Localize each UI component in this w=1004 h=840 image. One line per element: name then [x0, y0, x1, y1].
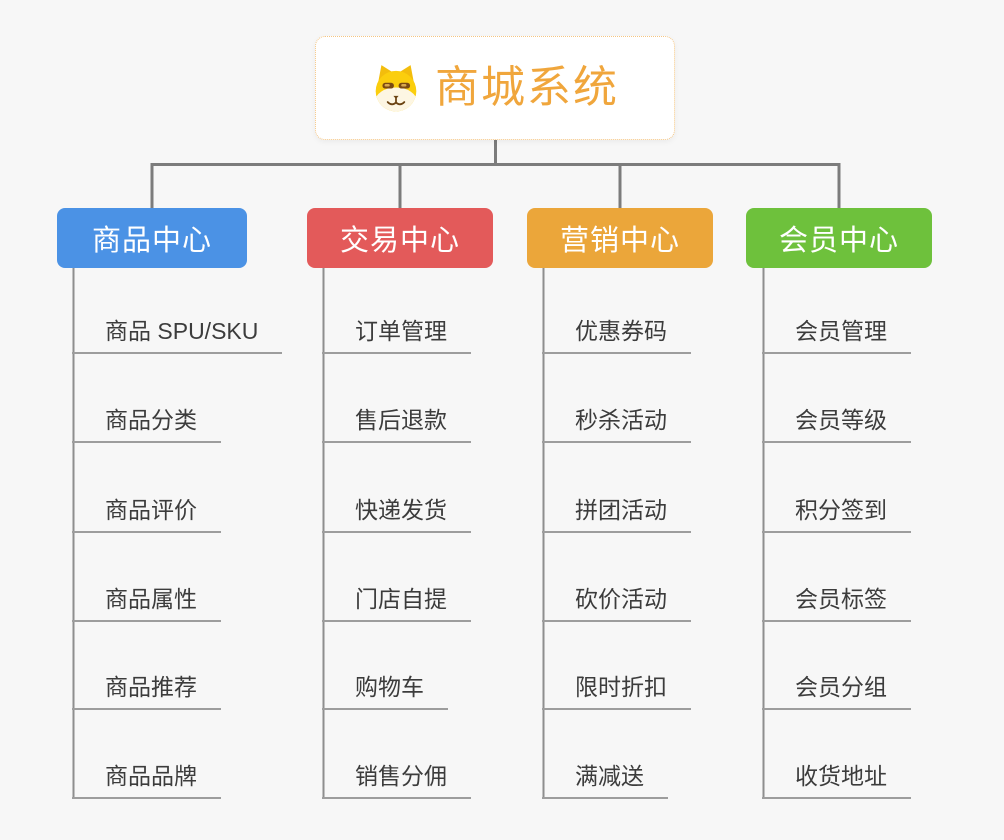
child-topic[interactable]: 秒杀活动: [542, 405, 691, 443]
child-topic[interactable]: 拼团活动: [542, 495, 691, 533]
child-topic[interactable]: 快递发货: [322, 495, 471, 533]
child-topic[interactable]: 收货地址: [762, 761, 911, 799]
child-topic[interactable]: 售后退款: [322, 405, 471, 443]
branch-label: 营销中心: [559, 225, 680, 257]
branch-label: 商品中心: [91, 225, 212, 257]
child-topic[interactable]: 会员标签: [762, 584, 911, 622]
root-topic-label: 商城系统: [435, 63, 619, 112]
doge-icon: [375, 65, 417, 112]
child-topic[interactable]: 商品品牌: [72, 761, 221, 799]
child-topic[interactable]: 满减送: [542, 761, 668, 799]
child-topic[interactable]: 会员分组: [762, 672, 911, 710]
child-topic[interactable]: 购物车: [322, 672, 448, 710]
child-topic[interactable]: 商品分类: [72, 405, 221, 443]
child-topic[interactable]: 优惠券码: [542, 316, 691, 354]
child-topic[interactable]: 会员等级: [762, 405, 911, 443]
child-topic[interactable]: 销售分佣: [322, 761, 471, 799]
child-topic[interactable]: 商品 SPU/SKU: [72, 316, 283, 354]
branch-node-members[interactable]: 会员中心: [746, 208, 932, 268]
child-topic[interactable]: 商品评价: [72, 495, 221, 533]
branch-node-trade[interactable]: 交易中心: [307, 208, 493, 268]
child-topic[interactable]: 限时折扣: [542, 672, 691, 710]
branch-node-marketing[interactable]: 营销中心: [527, 208, 713, 268]
child-topic[interactable]: 积分签到: [762, 495, 911, 533]
branch-label: 会员中心: [778, 225, 899, 257]
child-topic[interactable]: 会员管理: [762, 316, 911, 354]
root-topic[interactable]: 商城系统: [315, 36, 675, 140]
child-topic[interactable]: 商品推荐: [72, 672, 221, 710]
child-topic[interactable]: 订单管理: [322, 316, 471, 354]
child-topic[interactable]: 门店自提: [322, 584, 471, 622]
child-topic[interactable]: 砍价活动: [542, 584, 691, 622]
branch-label: 交易中心: [339, 225, 460, 257]
child-topic[interactable]: 商品属性: [72, 584, 221, 622]
branch-node-products[interactable]: 商品中心: [57, 208, 247, 268]
